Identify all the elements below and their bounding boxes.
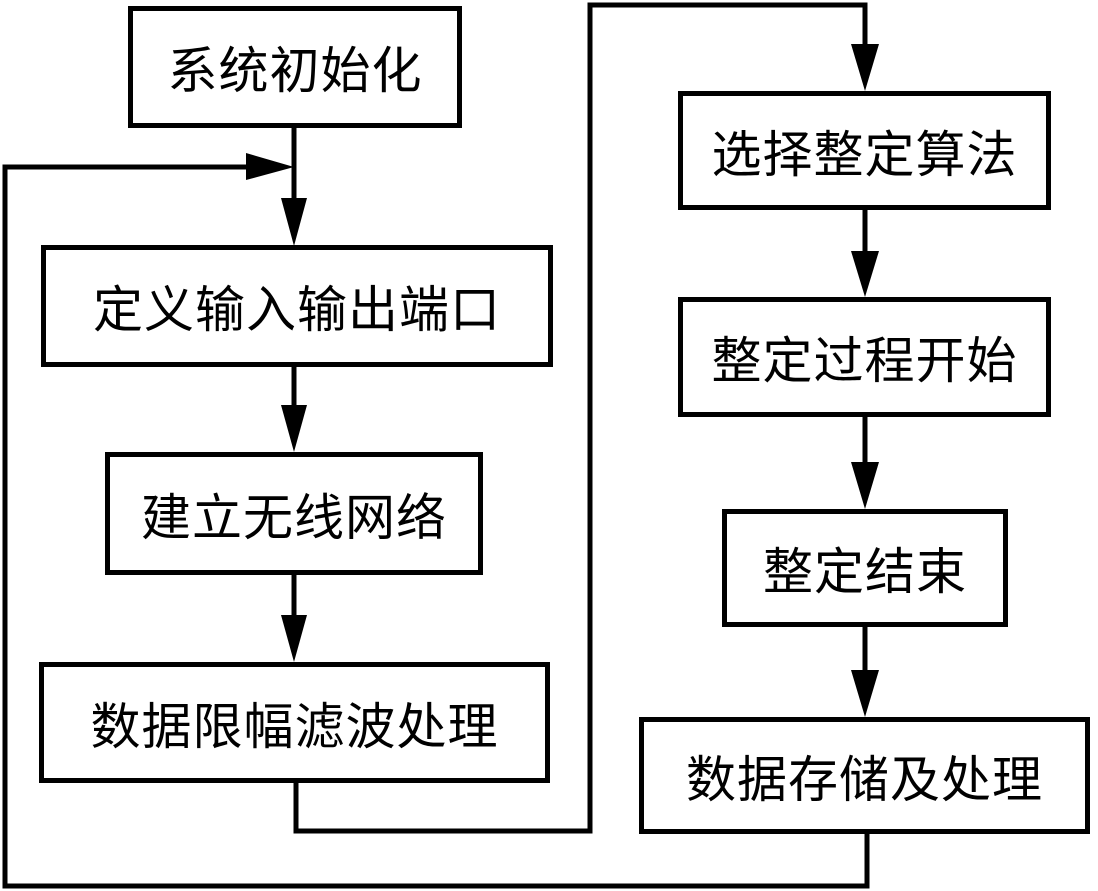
arrowhead-down-tuning-start (851, 251, 879, 297)
node-label: 数据存储及处理 (686, 750, 1043, 809)
node-define-ports: 定义输入输出端口 (41, 245, 553, 367)
arrowhead-down-define-ports (281, 198, 307, 246)
node-label: 定义输入输出端口 (93, 281, 501, 339)
node-store-process: 数据存储及处理 (639, 717, 1090, 834)
arrowhead-down-build-network (281, 405, 307, 452)
node-label: 整定过程开始 (711, 332, 1018, 390)
arrowhead-down-filter (281, 615, 307, 662)
arrowhead-down-store (851, 670, 879, 717)
node-tuning-end: 整定结束 (722, 509, 1008, 627)
node-label: 建立无线网络 (141, 488, 447, 547)
edge-filter-to-select-algorithm (293, 2, 868, 834)
node-system-init: 系统初始化 (128, 6, 462, 128)
node-label: 数据限幅滤波处理 (90, 697, 499, 756)
node-filter: 数据限幅滤波处理 (39, 662, 550, 783)
arrowhead-down-select-algorithm (851, 44, 879, 91)
node-tuning-start: 整定过程开始 (678, 297, 1051, 417)
node-label: 选择整定算法 (711, 125, 1018, 184)
edge-loop-back (2, 164, 870, 889)
arrowhead-right-loop (246, 153, 294, 180)
node-label: 系统初始化 (167, 42, 423, 100)
node-label: 整定结束 (763, 543, 967, 601)
node-build-network: 建立无线网络 (105, 452, 483, 575)
arrowhead-down-tuning-end (851, 462, 879, 509)
node-select-algorithm: 选择整定算法 (678, 91, 1051, 210)
